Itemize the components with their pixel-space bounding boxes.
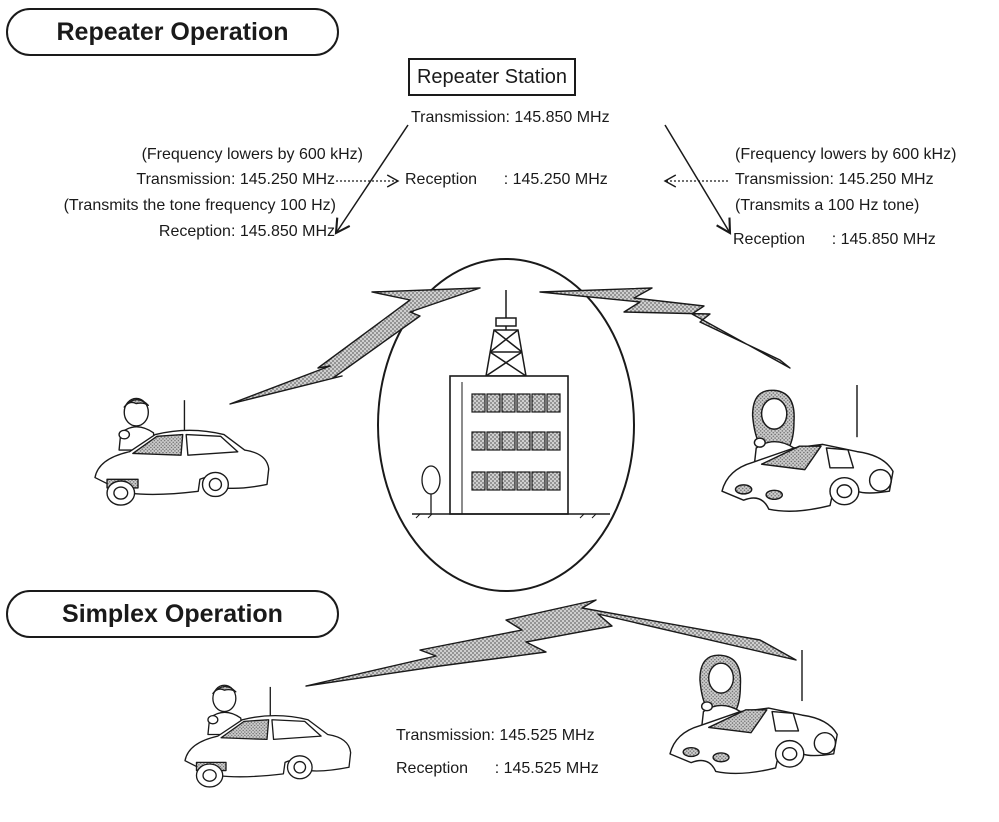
- signal-bolt-simplex: [305, 599, 797, 687]
- building-window: [471, 431, 486, 451]
- left-transmission: Transmission: 145.250 MHz: [136, 171, 335, 188]
- arrow-station-to-right: [664, 124, 732, 235]
- sedan-car-left-repeater: [94, 397, 270, 506]
- building-windows: [471, 393, 561, 491]
- station-transmission: Transmission: 145.850 MHz: [411, 109, 610, 126]
- signal-bolt-left: [229, 287, 481, 405]
- building-window: [531, 471, 546, 491]
- building-window: [546, 471, 561, 491]
- arrow-station-to-left: [334, 124, 409, 235]
- building-window: [501, 431, 516, 451]
- right-note-frequency: (Frequency lowers by 600 kHz): [735, 146, 957, 163]
- left-note-frequency: (Frequency lowers by 600 kHz): [141, 146, 363, 163]
- sedan-car-left-simplex: [184, 684, 352, 788]
- left-note-tone: (Transmits the tone frequency 100 Hz): [63, 197, 336, 214]
- right-note-tone: (Transmits a 100 Hz tone): [735, 197, 920, 214]
- building-window: [546, 431, 561, 451]
- right-transmission: Transmission: 145.250 MHz: [735, 171, 934, 188]
- building-window: [516, 471, 531, 491]
- building-window: [516, 431, 531, 451]
- building-window: [531, 393, 546, 413]
- building-window: [486, 431, 501, 451]
- simplex-operation-title: Simplex Operation: [6, 590, 339, 638]
- simplex-reception: Reception : 145.525 MHz: [396, 760, 599, 777]
- building-window: [486, 393, 501, 413]
- building-window: [546, 393, 561, 413]
- repeater-station-label: Repeater Station: [408, 58, 576, 96]
- simplex-transmission: Transmission: 145.525 MHz: [396, 727, 595, 744]
- building-window: [501, 393, 516, 413]
- convertible-car-right-repeater: [721, 385, 894, 512]
- right-reception: Reception : 145.850 MHz: [733, 231, 936, 248]
- building-window: [471, 393, 486, 413]
- station-reception: Reception : 145.250 MHz: [405, 171, 608, 188]
- building-window: [531, 431, 546, 451]
- building-window: [516, 393, 531, 413]
- building-window: [501, 471, 516, 491]
- left-reception: Reception: 145.850 MHz: [158, 223, 335, 240]
- building-window: [486, 471, 501, 491]
- convertible-car-right-simplex: [669, 650, 838, 775]
- repeater-operation-title: Repeater Operation: [6, 8, 339, 56]
- signal-bolt-right: [539, 287, 791, 369]
- building-window: [471, 471, 486, 491]
- tree-icon: [421, 465, 441, 514]
